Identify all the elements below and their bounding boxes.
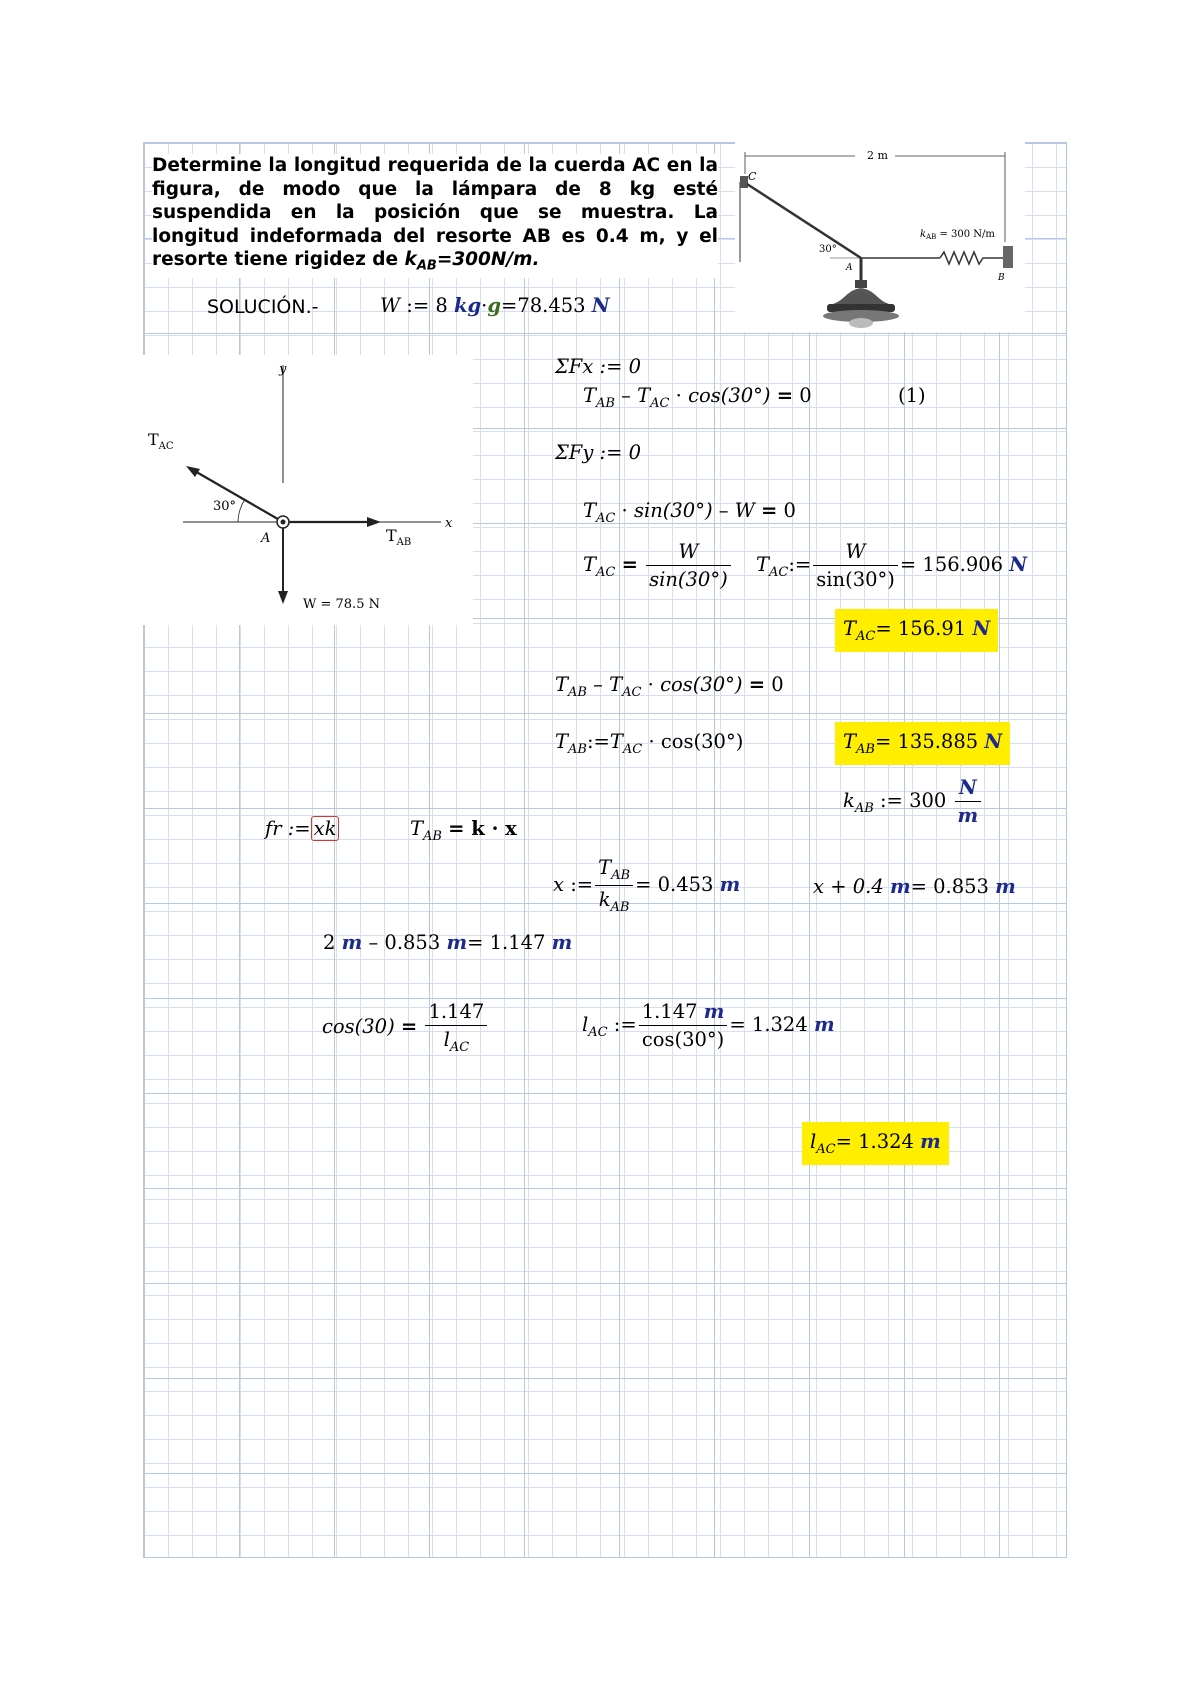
eq-tab-eval: TAB:=TAC · cos(30°) [555,730,744,757]
lac-result-box: lAC= 1.324 m [802,1122,949,1165]
fbd-angle-label: 30° [213,499,236,514]
xk-highlight: xk [310,816,340,841]
x-axis-label: x [445,516,453,531]
eq-fy-balance: TAC · sin(30°) – W = 0 [583,499,796,526]
cord-ac [746,182,862,260]
dim-label: 2 m [867,149,888,162]
tab-result-box: TAB= 135.885 N [835,722,1011,765]
tab-label: TAB [386,526,411,548]
tac-arrow-icon [186,466,200,477]
fbd-point-a: A [260,531,270,546]
k-subscript: AB [416,258,437,274]
eq-fr: fr :=xk [265,816,340,841]
eq-sum-fy: ΣFy := 0 [555,441,642,464]
lamp-icon [833,288,889,304]
eq-fx-balance-2: TAB – TAC · cos(30°) = 0 [555,673,784,700]
point-a-label: A [845,263,853,273]
free-body-diagram: y x 30° A TAC TAB W = 78.5 N [143,355,473,625]
problem-text: Determine la longitud requerida de la cu… [152,155,718,270]
k-symbol: k [404,249,417,270]
eq-sum-fx: ΣFx := 0 [555,355,642,378]
wall-b-icon [1003,246,1013,268]
point-c-label: C [748,170,757,183]
eq-x-total: x + 0.4 m= 0.853 m [813,875,1016,898]
angle-label: 30° [819,244,837,255]
tab-arrow-icon [367,517,381,527]
tac-result-box: TAC= 156.91 N [835,609,999,652]
point-b-label: B [997,273,1005,283]
eq-tab-kx: TAB = k · x [410,817,517,844]
lamp-figure: 2 m C A B 30° kAB = 300 N/m [735,142,1025,332]
k-value: =300N/m. [436,249,540,270]
eq-weight: W := 8 kg·g=78.453 N [380,294,610,317]
eq-tag-1: (1) [898,384,926,407]
spring-icon [939,250,1003,266]
eq-diff: 2 m – 0.853 m= 1.147 m [323,931,573,954]
y-axis-label: y [278,362,287,377]
tac-label: TAC [148,430,174,452]
w-label: W = 78.5 N [303,597,380,612]
wall-c-icon [740,176,748,188]
eq-fx-balance: TAB – TAC · cos(30°) = 0 [583,384,812,411]
spring-label: kAB = 300 N/m [920,229,995,241]
solution-label: SOLUCIÓN.- [207,296,319,318]
w-arrow-icon [278,591,288,604]
problem-statement: Determine la longitud requerida de la cu… [152,154,718,279]
